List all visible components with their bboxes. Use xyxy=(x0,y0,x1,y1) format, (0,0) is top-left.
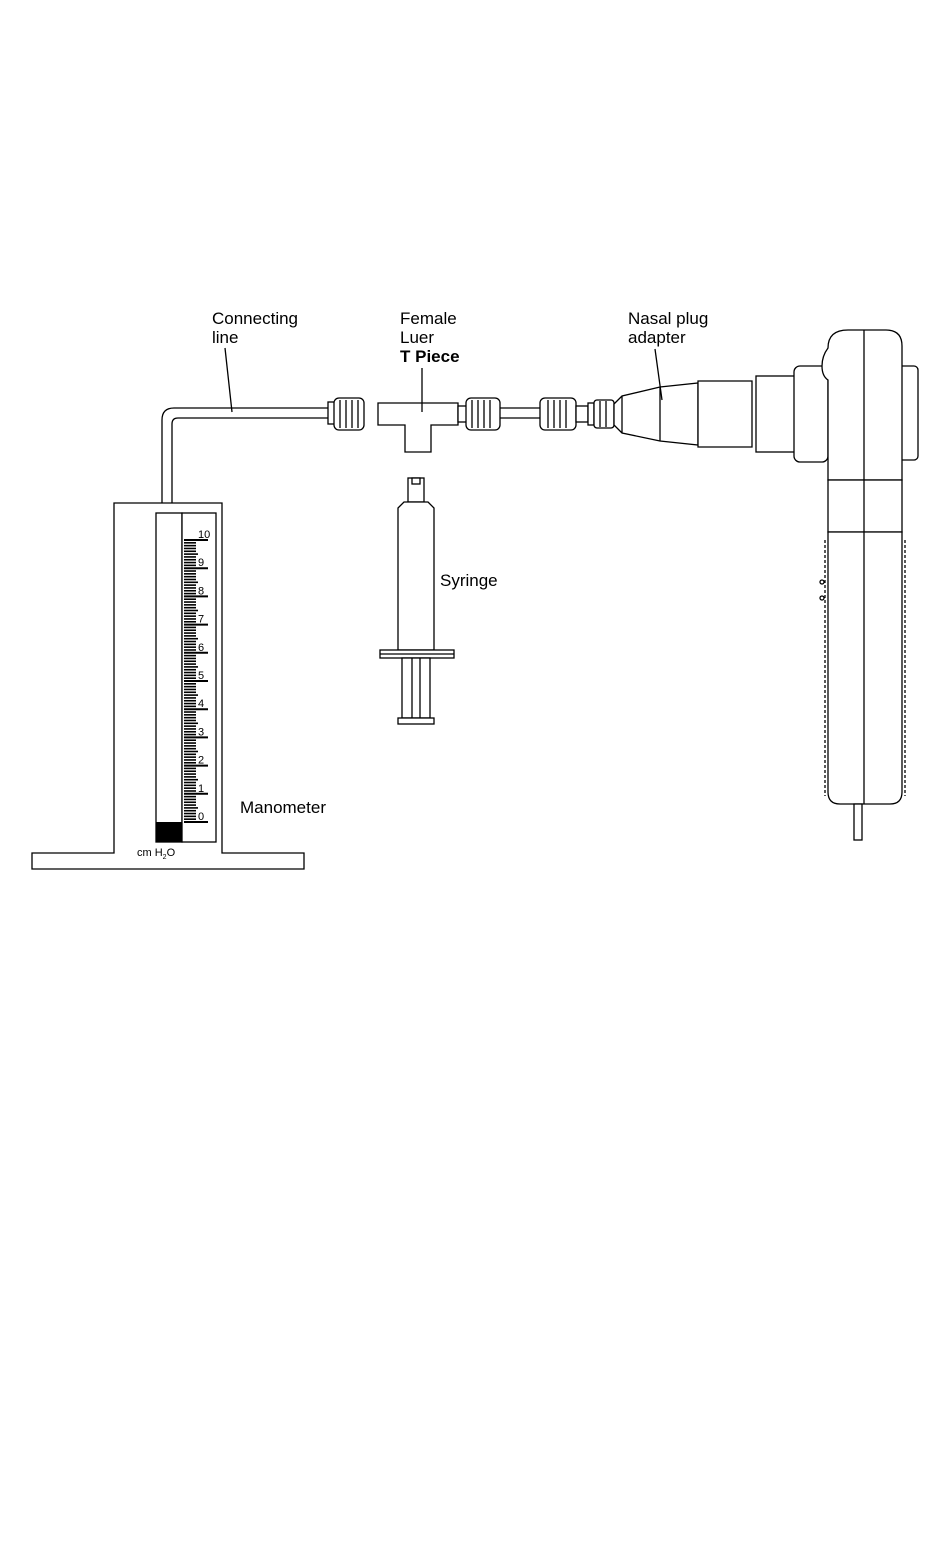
connecting-line-label-1: Connecting xyxy=(212,309,298,328)
luer-connector-adapter xyxy=(540,398,614,430)
scale-tick-label: 7 xyxy=(198,614,204,626)
scale-tick-label: 2 xyxy=(198,755,204,767)
luer-connector-right xyxy=(458,398,500,430)
connecting-line-leader xyxy=(225,348,232,412)
nasal-plug-adapter xyxy=(614,381,752,447)
luer-connector-left xyxy=(328,398,364,430)
manometer-label: Manometer xyxy=(240,798,326,817)
short-tube xyxy=(500,408,542,418)
manometer-fluid xyxy=(156,822,182,842)
scale-tick-label: 3 xyxy=(198,726,204,738)
syringe xyxy=(380,478,454,724)
t-piece-label-1: Female xyxy=(400,309,457,328)
connecting-line-label-2: line xyxy=(212,328,238,347)
t-piece-label-3: T Piece xyxy=(400,347,460,366)
nasal-adapter-label-2: adapter xyxy=(628,328,686,347)
nasal-adapter-label-1: Nasal plug xyxy=(628,309,708,328)
syringe-label: Syringe xyxy=(440,571,498,590)
scale-tick-label: 0 xyxy=(198,811,204,823)
pressure-meter-device xyxy=(756,330,918,840)
scale-tick-label: 10 xyxy=(198,529,210,541)
t-piece-label-2: Luer xyxy=(400,328,434,347)
scale-tick-label: 5 xyxy=(198,670,204,682)
manometer-tube xyxy=(156,513,182,842)
scale-tick-label: 9 xyxy=(198,557,204,569)
connecting-line-tube xyxy=(162,408,332,503)
scale-tick-label: 6 xyxy=(198,642,204,654)
t-piece xyxy=(378,403,458,452)
scale-tick-label: 1 xyxy=(198,783,204,795)
unit-label: cm H2O xyxy=(137,847,176,861)
scale-tick-label: 4 xyxy=(198,698,204,710)
scale-tick-label: 8 xyxy=(198,585,204,597)
